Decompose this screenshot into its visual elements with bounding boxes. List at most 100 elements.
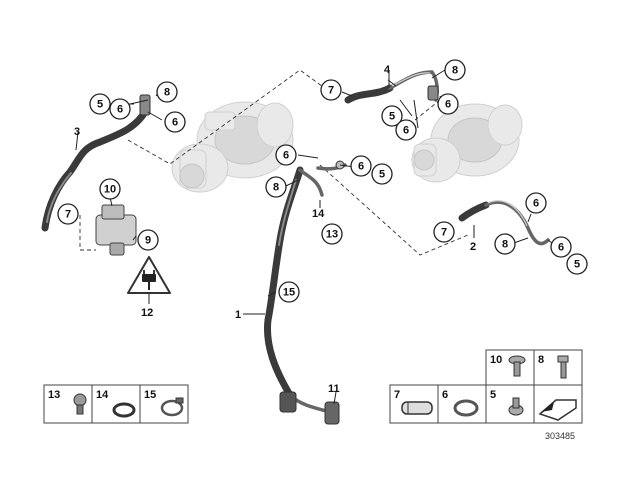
callout-9: 9: [137, 229, 159, 251]
part-label-4: 4: [384, 64, 391, 76]
dashed-reference-lines: [79, 69, 469, 256]
callout-label: 5: [379, 169, 385, 181]
part-label-3: 3: [74, 126, 80, 138]
callout-circle: [164, 111, 186, 133]
banjo-bolt-icon: [508, 397, 524, 416]
callout-5: 5: [566, 253, 588, 275]
callout-5: 5: [371, 163, 393, 185]
callout-label: 6: [117, 104, 123, 116]
callout-label: 6: [283, 150, 289, 162]
spring-clamp-icon: [401, 401, 433, 415]
callout-label: 13: [326, 229, 338, 241]
part-label-12: 12: [141, 307, 153, 319]
turbocharger-left-illustration: [171, 101, 294, 193]
callout-label: 6: [558, 242, 564, 254]
callout-label: 15: [283, 287, 295, 299]
electrical-connector-warning-icon: [127, 256, 171, 294]
flange-screw-icon: [508, 355, 526, 377]
legend-num-13: 13: [48, 389, 60, 401]
legend-num-8: 8: [538, 354, 544, 366]
callout-circle: [350, 155, 372, 177]
callout-6: 6: [109, 98, 131, 120]
callout-label: 8: [452, 65, 458, 77]
hex-bolt-icon: [557, 355, 569, 379]
callout-label: 5: [97, 99, 103, 111]
part-label-2: 2: [470, 241, 476, 253]
callout-label: 7: [441, 227, 447, 239]
callout-label: 7: [65, 209, 71, 221]
callout-7: 7: [433, 221, 455, 243]
callout-5: 5: [89, 93, 111, 115]
callout-circle: [137, 229, 159, 251]
callout-label: 8: [164, 87, 170, 99]
callout-6: 6: [350, 155, 372, 177]
callout-circle: [320, 79, 342, 101]
hose-1: [263, 166, 340, 425]
callout-circle: [99, 178, 121, 200]
hose-clamp-icon: [160, 397, 184, 417]
part-label-1: 1: [235, 309, 241, 321]
callout-circle: [525, 192, 547, 214]
callout-10: 10: [99, 178, 121, 200]
turbocharger-right-illustration: [411, 103, 523, 183]
callout-circle: [494, 233, 516, 255]
callout-8: 8: [444, 59, 466, 81]
seal-ring-icon: [112, 402, 136, 418]
reference-number: 303485: [545, 431, 575, 441]
arrow-marker-icon: [538, 399, 577, 421]
part-label-14: 14: [312, 208, 325, 220]
hose-3: [41, 108, 149, 232]
callout-circle: [395, 119, 417, 141]
pipe-4: [344, 70, 439, 104]
callout-label: 6: [533, 198, 539, 210]
callout-circle: [57, 203, 79, 225]
callout-15: 15: [278, 281, 300, 303]
electric-valve-component: [95, 204, 137, 256]
part-labels: 3 4 14 12 1 2 11: [74, 64, 476, 395]
legend-num-6: 6: [442, 389, 448, 401]
callout-circle: [156, 81, 178, 103]
part-label-11: 11: [328, 383, 340, 395]
callout-label: 8: [502, 239, 508, 251]
callout-circle: [278, 281, 300, 303]
callout-circle: [566, 253, 588, 275]
callout-label: 6: [358, 161, 364, 173]
callout-label: 5: [574, 259, 580, 271]
callout-label: 6: [172, 117, 178, 129]
callout-8: 8: [494, 233, 516, 255]
legend-num-5: 5: [490, 389, 496, 401]
callout-8: 8: [156, 81, 178, 103]
callout-circle: [89, 93, 111, 115]
gasket-ring-icon: [453, 399, 479, 417]
callout-7: 7: [320, 79, 342, 101]
legend-right: 10 8 7 6 5: [389, 349, 583, 424]
legend-num-7: 7: [394, 389, 400, 401]
callout-circle: [275, 144, 297, 166]
callout-label: 6: [445, 99, 451, 111]
callout-circle: [109, 98, 131, 120]
callout-label: 9: [145, 235, 151, 247]
callout-6: 6: [437, 93, 459, 115]
drain-plug-icon: [73, 393, 87, 415]
callout-circle: [371, 163, 393, 185]
legend-left: 13 14 15: [43, 384, 189, 424]
callout-6: 6: [550, 236, 572, 258]
legend-num-10: 10: [490, 354, 502, 366]
callout-label: 7: [328, 85, 334, 97]
callout-5: 5: [381, 105, 403, 127]
pipe-14: [298, 163, 347, 197]
callout-circle: [321, 223, 343, 245]
callout-8: 8: [265, 176, 287, 198]
callout-label: 6: [403, 125, 409, 137]
callout-circle: [444, 59, 466, 81]
callout-circle: [433, 221, 455, 243]
callout-6: 6: [275, 144, 297, 166]
callout-6: 6: [164, 111, 186, 133]
callout-7: 7: [57, 203, 79, 225]
legend-num-15: 15: [144, 389, 156, 401]
callout-label: 10: [104, 184, 116, 196]
pipe-2: [458, 200, 550, 246]
callout-circle: [381, 105, 403, 127]
